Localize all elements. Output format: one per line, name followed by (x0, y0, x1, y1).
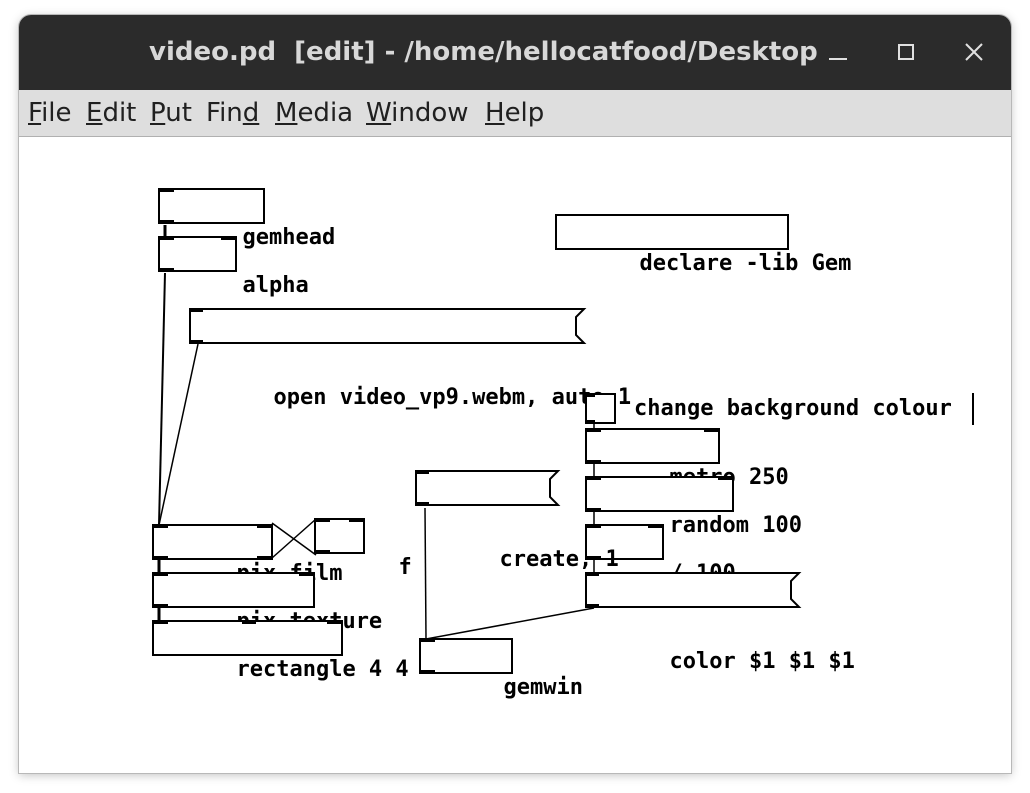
inlet[interactable] (704, 428, 718, 432)
inlet[interactable] (327, 620, 341, 624)
inlet[interactable] (587, 476, 601, 480)
patch-canvas[interactable]: gemhead alpha declare -lib Gem open vide… (19, 137, 1011, 773)
outlet[interactable] (189, 340, 203, 344)
random-label: random 100 (669, 513, 802, 538)
menu-window[interactable]: Window (366, 98, 469, 128)
inlet[interactable] (160, 188, 174, 192)
open-video-message-label: open video_vp9.webm, auto 1 (273, 385, 632, 410)
toggle-comment: change background colour (634, 396, 952, 421)
inlet[interactable] (587, 524, 601, 528)
float-label: f (398, 555, 412, 580)
minimize-icon[interactable] (821, 35, 855, 69)
inlet[interactable] (316, 518, 330, 522)
color-message[interactable]: color $1 $1 $1 (585, 572, 855, 674)
create-message-label: create, 1 (499, 547, 619, 572)
menu-file[interactable]: File (28, 98, 72, 128)
outlet[interactable] (316, 550, 330, 554)
inlet[interactable] (160, 236, 174, 240)
outlet[interactable] (257, 556, 271, 560)
inlet[interactable] (585, 572, 599, 576)
inlet[interactable] (299, 572, 313, 576)
inlet[interactable] (154, 620, 168, 624)
background-toggle[interactable] (585, 393, 616, 424)
alpha-label: alpha (242, 273, 309, 298)
menu-find[interactable]: Find (206, 98, 260, 128)
create-message[interactable]: create, 1 (415, 470, 619, 572)
open-video-message[interactable]: open video_vp9.webm, auto 1 (189, 308, 631, 410)
menu-put[interactable]: Put (150, 98, 192, 128)
gemwin-object[interactable]: gemwin (419, 638, 583, 700)
inlet[interactable] (257, 524, 271, 528)
alpha-object[interactable]: alpha (158, 236, 309, 298)
comment-edge (972, 393, 974, 425)
metro-object[interactable]: metro 250 (585, 428, 789, 490)
outlet[interactable] (154, 556, 168, 560)
inlet[interactable] (718, 476, 732, 480)
menu-help[interactable]: Help (485, 98, 545, 128)
maximize-icon[interactable] (889, 35, 923, 69)
close-icon[interactable] (957, 35, 991, 69)
outlet[interactable] (154, 604, 168, 608)
inlet[interactable] (154, 524, 168, 528)
inlet[interactable] (221, 236, 235, 240)
outlet[interactable] (160, 220, 174, 224)
wire-color-gemwin (425, 607, 595, 640)
pix-film-object[interactable]: pix_film (152, 524, 342, 586)
outlet[interactable] (415, 502, 429, 506)
inlet[interactable] (154, 572, 168, 576)
pix-texture-object[interactable]: pix_texture (152, 572, 382, 634)
menu-media[interactable]: Media (275, 98, 354, 128)
random-object[interactable]: random 100 (585, 476, 802, 538)
color-message-label: color $1 $1 $1 (669, 649, 855, 674)
float-object[interactable]: f (314, 518, 412, 580)
inlet[interactable] (585, 393, 595, 397)
wire-float-pixfilm (271, 522, 317, 556)
gemwin-label: gemwin (503, 675, 583, 700)
outlet[interactable] (160, 268, 174, 272)
inlet[interactable] (189, 308, 203, 312)
inlet[interactable] (415, 470, 429, 474)
inlet[interactable] (421, 638, 435, 642)
outlet[interactable] (585, 420, 595, 424)
wire-create-gemwin (424, 507, 427, 640)
rectangle-label: rectangle 4 4 (236, 657, 409, 682)
wire-open-pixfilm (158, 343, 199, 526)
outlet[interactable] (587, 460, 601, 464)
outlet[interactable] (421, 670, 435, 674)
patch-wires (157, 225, 595, 640)
inlet[interactable] (349, 518, 363, 522)
rectangle-object[interactable]: rectangle 4 4 (152, 620, 409, 682)
gemhead-label: gemhead (242, 225, 336, 250)
menu-bar: File Edit Put Find Media Window Help (19, 90, 1011, 137)
pd-window: video.pd [edit] - /home/hellocatfood/Des… (19, 15, 1011, 773)
outlet[interactable] (587, 556, 601, 560)
inlet[interactable] (242, 620, 256, 624)
inlet[interactable] (587, 428, 601, 432)
title-bar[interactable]: video.pd [edit] - /home/hellocatfood/Des… (19, 15, 1011, 90)
wire-alpha-pixfilm (158, 272, 166, 526)
declare-label: declare -lib Gem (639, 251, 852, 276)
declare-object[interactable]: declare -lib Gem (555, 214, 851, 276)
outlet[interactable] (587, 508, 601, 512)
outlet[interactable] (585, 604, 599, 608)
gemhead-object[interactable]: gemhead (158, 188, 335, 250)
inlet[interactable] (648, 524, 662, 528)
window-title: video.pd [edit] - /home/hellocatfood/Des… (149, 37, 818, 67)
menu-edit[interactable]: Edit (86, 98, 137, 128)
